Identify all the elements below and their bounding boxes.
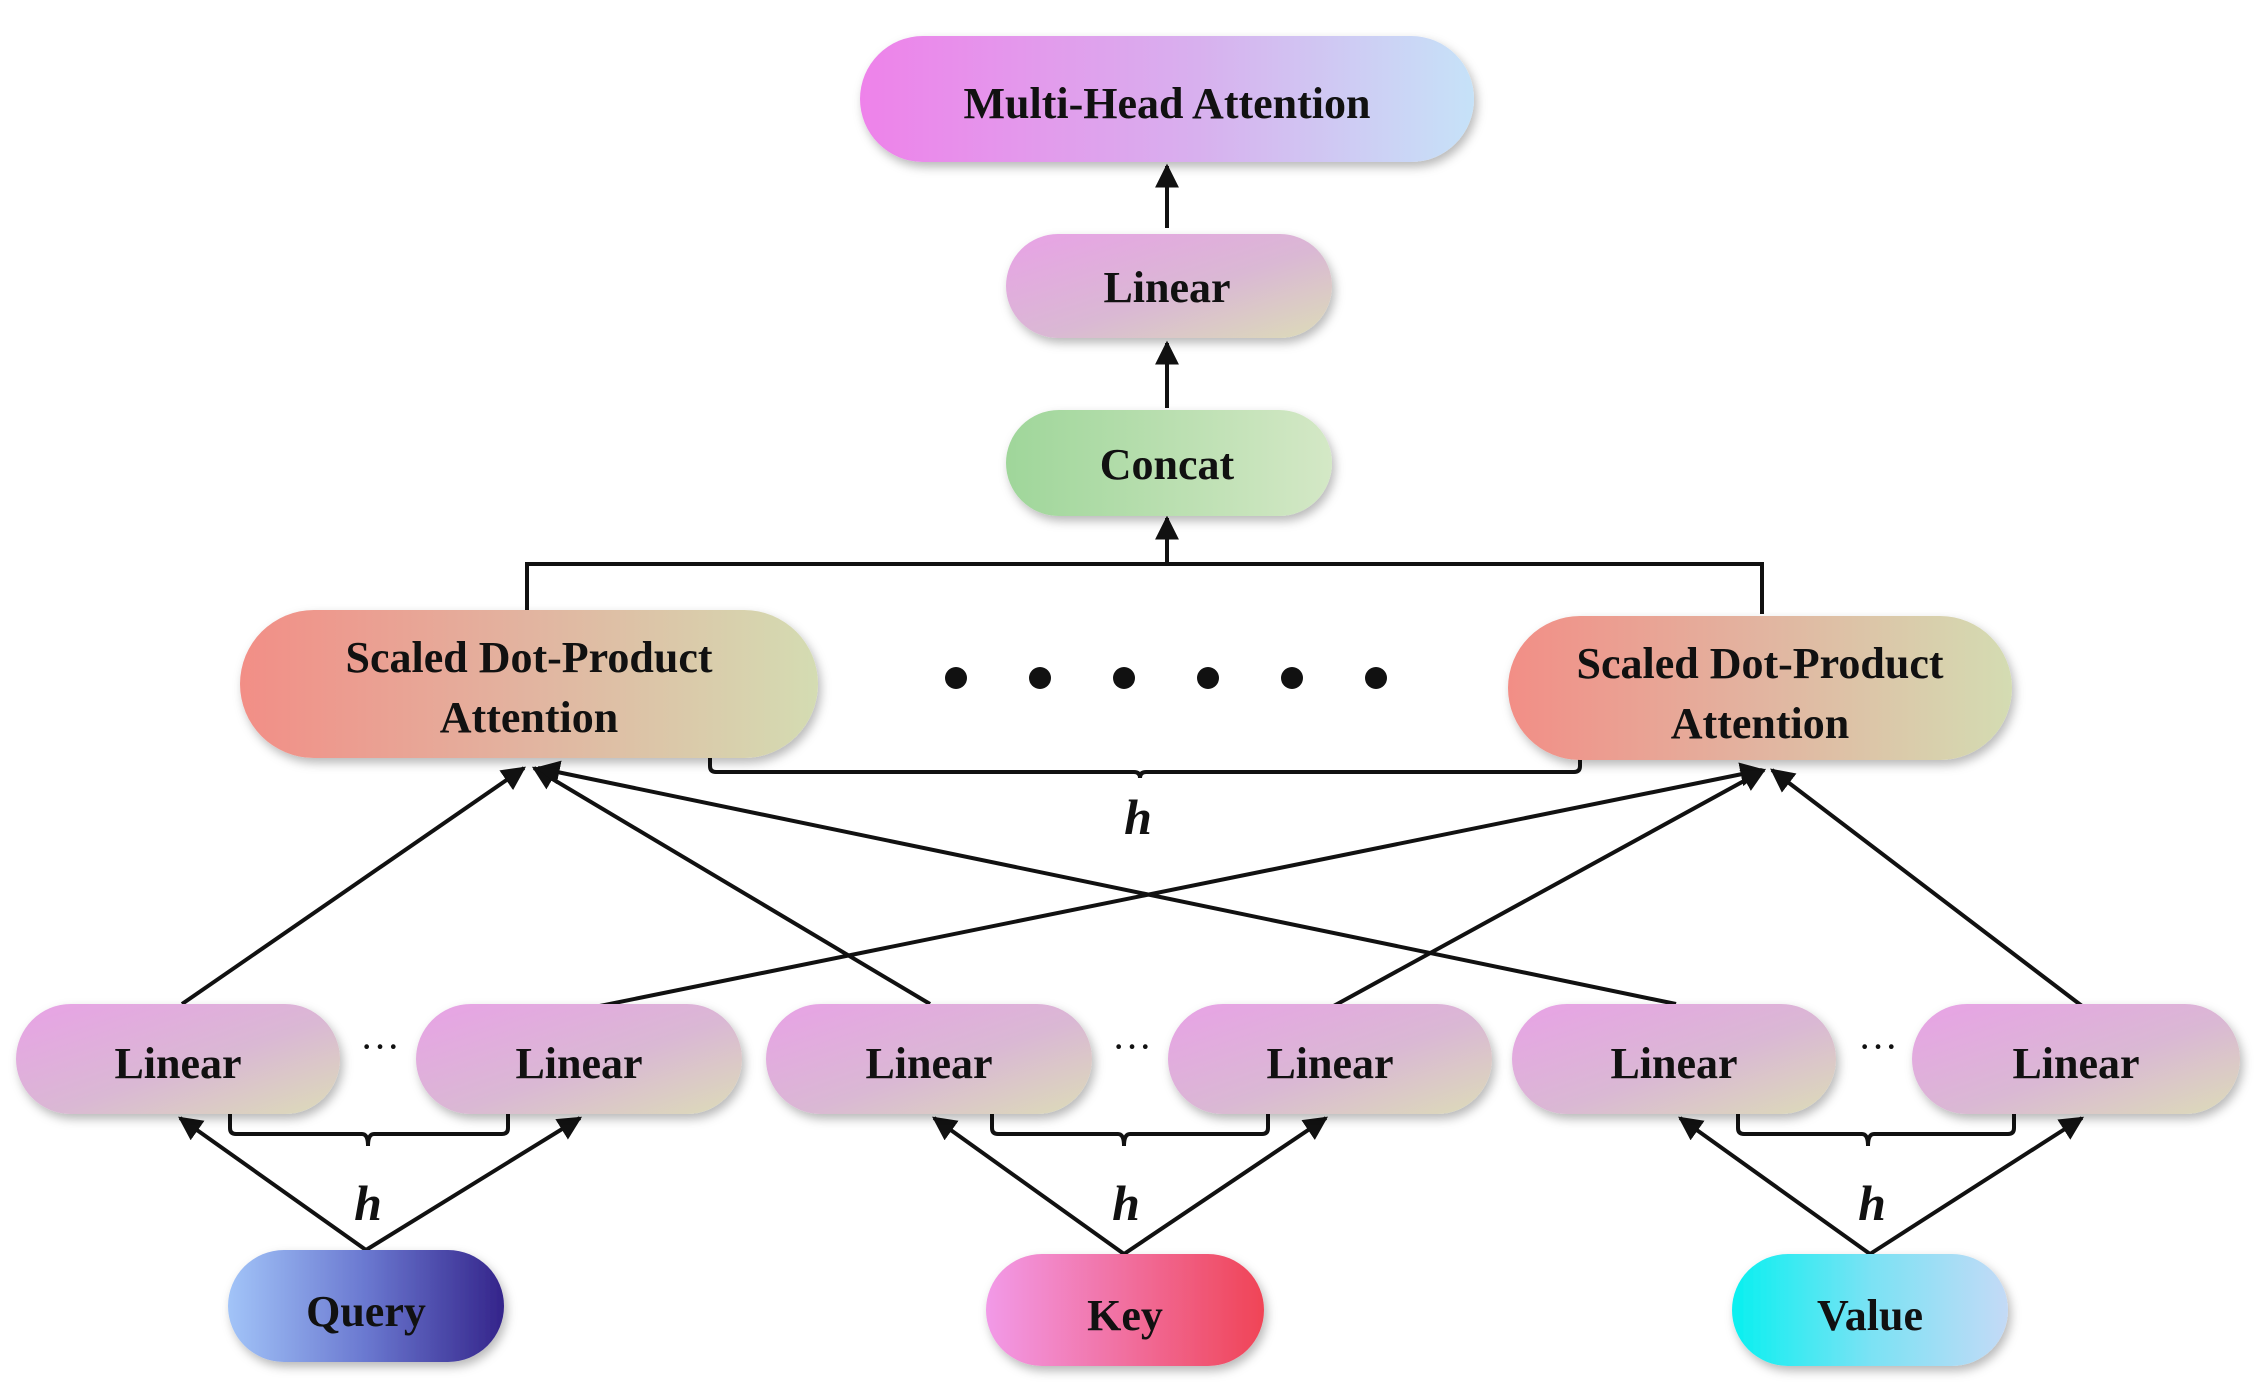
linear-top-label: Linear bbox=[1103, 263, 1230, 312]
arrow-v-linear2-to-sdpa-right bbox=[1770, 768, 2084, 1008]
dot bbox=[1197, 667, 1219, 689]
query-linear-ellipsis: ··· bbox=[360, 1024, 400, 1069]
node-multi-head-attention: Multi-Head Attention bbox=[860, 36, 1474, 162]
dot bbox=[1281, 667, 1303, 689]
query-linear-2-label: Linear bbox=[515, 1039, 642, 1088]
arrow-k-linear2-to-sdpa-right bbox=[1329, 768, 1767, 1010]
sdpa-right-label-line2: Attention bbox=[1671, 699, 1849, 748]
node-value: Value bbox=[1732, 1254, 2008, 1366]
query-label: Query bbox=[306, 1287, 426, 1336]
query-linear-1-label: Linear bbox=[114, 1039, 241, 1088]
arrow-v-linear1-to-sdpa-left bbox=[535, 760, 1677, 1006]
concat-label: Concat bbox=[1100, 440, 1235, 489]
node-concat: Concat bbox=[1006, 410, 1332, 516]
arrow-key-to-linear2 bbox=[1122, 1116, 1328, 1256]
sdpa-dots bbox=[945, 667, 1387, 689]
query-h-label: h bbox=[354, 1175, 382, 1231]
arrow-query-to-linear1 bbox=[178, 1116, 368, 1252]
node-sdpa-left: Scaled Dot-Product Attention bbox=[240, 610, 818, 758]
arrow-key-to-linear1 bbox=[932, 1116, 1126, 1256]
sdpa-right-label-line1: Scaled Dot-Product bbox=[1576, 639, 1943, 688]
dot bbox=[945, 667, 967, 689]
node-key: Key bbox=[986, 1254, 1264, 1366]
value-label: Value bbox=[1817, 1291, 1923, 1340]
sdpa-h-brace bbox=[708, 742, 1582, 779]
value-linear-ellipsis: ··· bbox=[1858, 1024, 1898, 1069]
multi-head-attention-label: Multi-Head Attention bbox=[964, 79, 1371, 128]
sdpa-left-label-line1: Scaled Dot-Product bbox=[345, 633, 712, 682]
value-h-label: h bbox=[1858, 1175, 1886, 1231]
arrow-q-linear1-to-sdpa-left bbox=[180, 766, 526, 1006]
dot bbox=[1113, 667, 1135, 689]
sdpa-left-label-line2: Attention bbox=[440, 693, 618, 742]
node-sdpa-right: Scaled Dot-Product Attention bbox=[1508, 616, 2012, 760]
connectors bbox=[178, 163, 2085, 1256]
sdpa-h-label: h bbox=[1124, 789, 1152, 845]
key-linear-group: Linear ··· Linear bbox=[766, 1004, 1492, 1114]
node-query: Query bbox=[228, 1250, 504, 1362]
key-h-brace bbox=[990, 1110, 1270, 1147]
value-linear-2-label: Linear bbox=[2012, 1039, 2139, 1088]
query-h-brace bbox=[228, 1110, 510, 1147]
query-linear-group: Linear ··· Linear bbox=[16, 1004, 742, 1114]
arrow-value-to-linear1 bbox=[1678, 1116, 1872, 1256]
value-linear-group: Linear ··· Linear bbox=[1512, 1004, 2240, 1114]
sdpa-merge-bracket bbox=[525, 562, 1764, 614]
key-h-label: h bbox=[1112, 1175, 1140, 1231]
value-linear-1-label: Linear bbox=[1610, 1039, 1737, 1088]
key-linear-ellipsis: ··· bbox=[1112, 1024, 1152, 1069]
dot bbox=[1029, 667, 1051, 689]
value-h-brace bbox=[1736, 1110, 2016, 1147]
dot bbox=[1365, 667, 1387, 689]
node-linear-top: Linear bbox=[1006, 234, 1332, 338]
key-linear-1-label: Linear bbox=[865, 1039, 992, 1088]
arrow-query-to-linear2 bbox=[364, 1116, 583, 1252]
arrow-value-to-linear2 bbox=[1868, 1116, 2085, 1256]
key-linear-2-label: Linear bbox=[1266, 1039, 1393, 1088]
key-label: Key bbox=[1087, 1291, 1163, 1340]
arrow-q-linear2-to-sdpa-right bbox=[579, 762, 1765, 1012]
arrow-k-linear1-to-sdpa-left bbox=[531, 766, 932, 1006]
